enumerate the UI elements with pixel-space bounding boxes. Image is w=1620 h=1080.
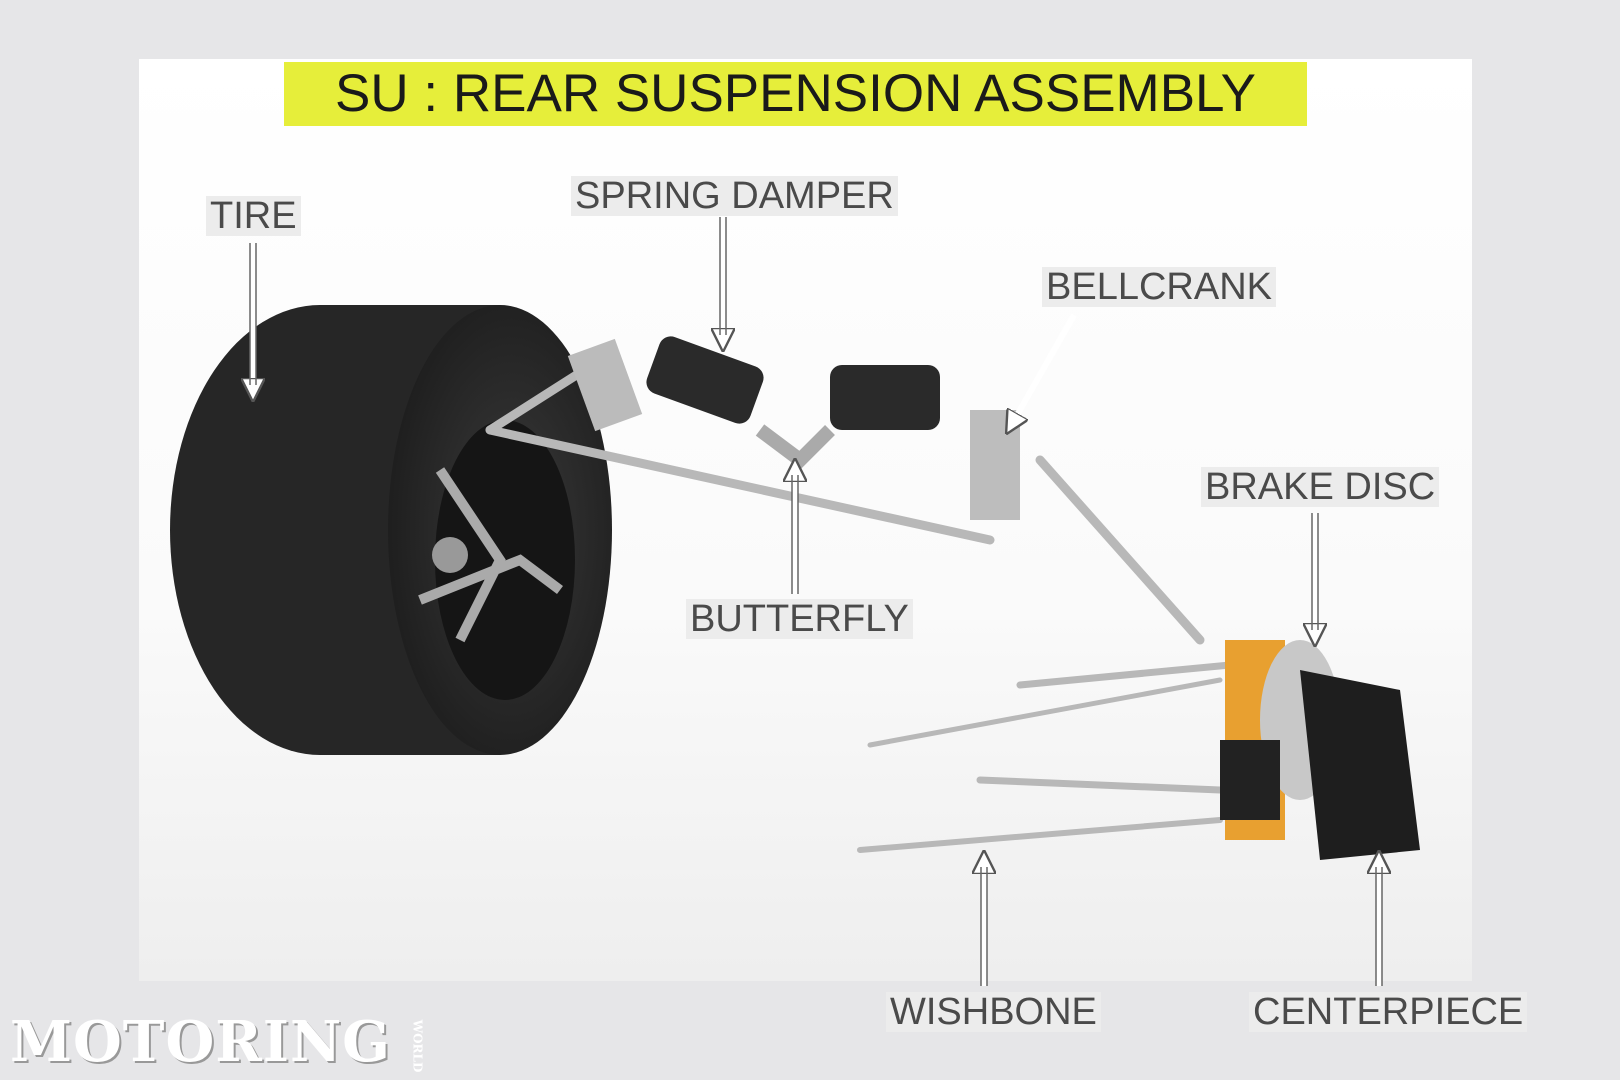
label-centerpiece: CENTERPIECE [1249, 992, 1528, 1032]
page-title: SU : REAR SUSPENSION ASSEMBLY [284, 62, 1307, 126]
logo-sub: WORLD [410, 1019, 425, 1073]
motoring-world-logo: MOTORING WORLD [10, 1012, 444, 1076]
callout-arrows [253, 217, 1379, 986]
label-spring-damper: SPRING DAMPER [571, 176, 898, 216]
label-tire: TIRE [206, 196, 301, 236]
label-bellcrank: BELLCRANK [1042, 267, 1276, 307]
label-brake-disc: BRAKE DISC [1201, 467, 1440, 507]
brake-hub-shape [1220, 640, 1420, 860]
spring-damper-shape [567, 336, 1020, 520]
label-wishbone: WISHBONE [886, 992, 1101, 1032]
tire-shape [170, 305, 612, 755]
label-butterfly: BUTTERFLY [686, 599, 913, 639]
bellcrank-arrow [1012, 313, 1077, 424]
logo-main: MOTORING [10, 1009, 391, 1075]
